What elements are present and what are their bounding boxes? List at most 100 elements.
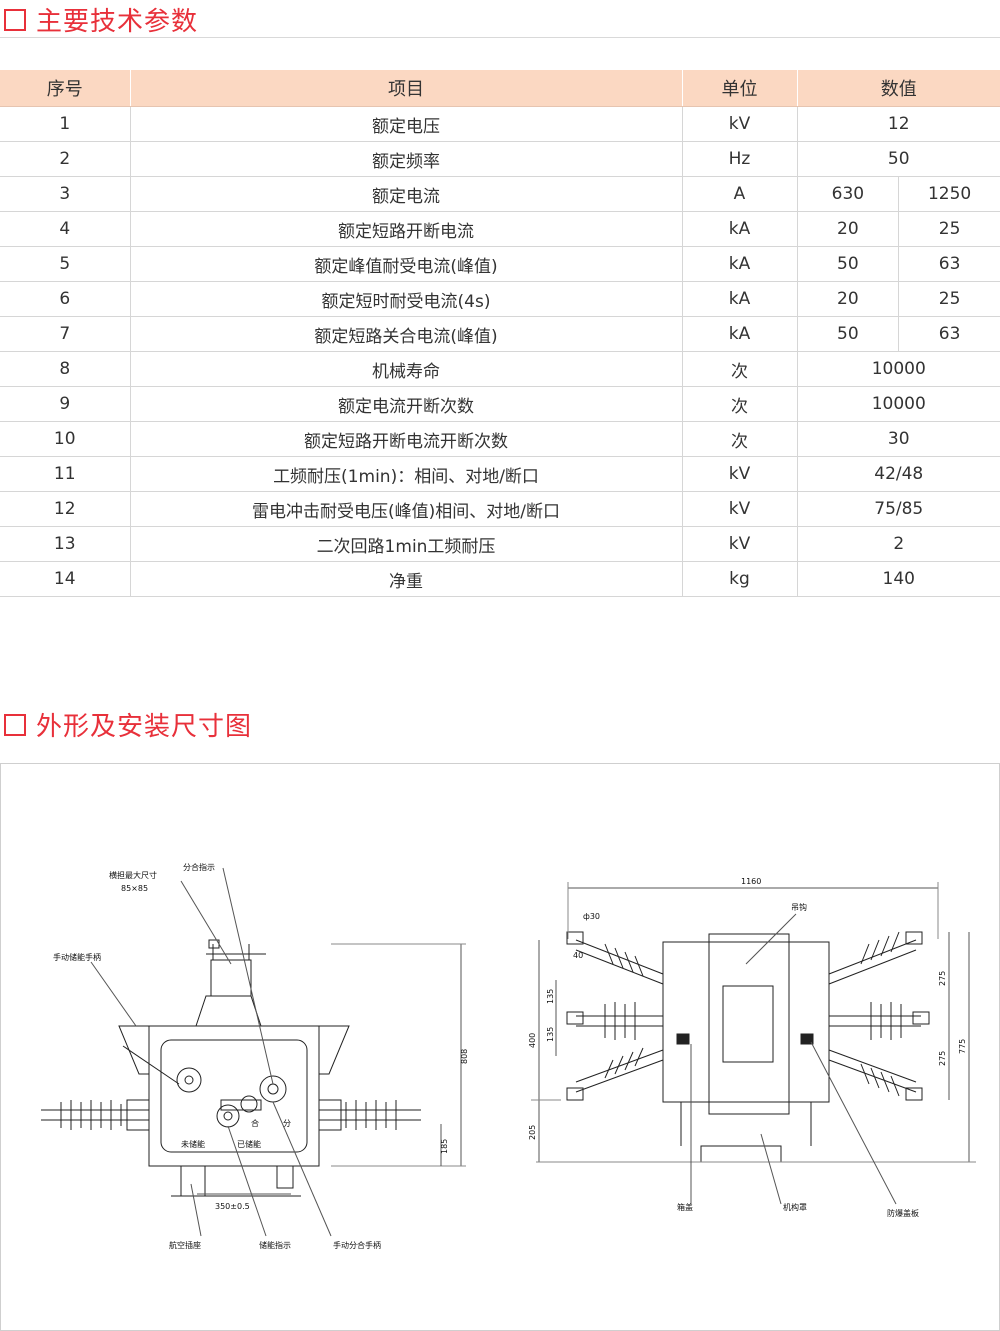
label-max-size-value: 85×85 [121, 884, 148, 893]
divider [0, 37, 1000, 38]
cell-unit: A [682, 176, 798, 212]
cell-unit: kg [682, 561, 798, 597]
cell-item: 净重 [130, 561, 683, 597]
cell-value-split: 50 63 [797, 316, 1000, 352]
top-bracket [195, 995, 262, 1027]
cell-unit: 次 [682, 351, 798, 387]
dimension-drawing: 分合指示 横担最大尺寸 85×85 手动储能手柄 未储能 已储能 合 分 350… [41, 862, 976, 1250]
cell-item: 额定频率 [130, 141, 683, 177]
section-title-text: 主要技术参数 [36, 7, 199, 37]
cell-no: 13 [0, 526, 131, 562]
cell-unit: kV [682, 491, 798, 527]
cell-value: 30 [797, 421, 1000, 457]
cell-item: 工频耐压(1min)：相间、对地/断口 [130, 456, 683, 492]
label-d275b: 275 [938, 1051, 947, 1066]
cell-value-b: 63 [938, 324, 961, 344]
cell-value: 10000 [797, 386, 1000, 422]
cell-item: 雷电冲击耐受电压(峰值)相间、对地/断口 [130, 491, 683, 527]
label-manual-handle: 手动储能手柄 [53, 952, 101, 962]
cell-value: 12 [797, 106, 1000, 142]
cell-no: 8 [0, 351, 131, 387]
label-explosion: 防爆盖板 [887, 1208, 919, 1218]
label-energy-indicator: 储能指示 [259, 1240, 291, 1250]
cell-value-a: 20 [798, 212, 900, 246]
label-low-dim: 185 [440, 1139, 449, 1154]
table-row: 12 雷电冲击耐受电压(峰值)相间、对地/断口 kV 75/85 [0, 491, 1000, 527]
header-no: 序号 [0, 70, 131, 107]
spec-table: 序号 项目 单位 数值 1 额定电压 kV 12 2 额定频率 Hz 50 3 … [0, 70, 1000, 597]
header-item: 项目 [130, 70, 683, 107]
cell-value-split: 50 63 [797, 246, 1000, 282]
label-width: 1160 [741, 877, 761, 886]
cell-unit: kA [682, 211, 798, 247]
cell-item: 二次回路1min工频耐压 [130, 526, 683, 562]
cell-item: 额定短路开断电流 [130, 211, 683, 247]
cell-no: 1 [0, 106, 131, 142]
cell-unit: kV [682, 526, 798, 562]
label-hook: 吊钩 [791, 902, 807, 912]
label-d205: 205 [528, 1125, 537, 1140]
cell-no: 12 [0, 491, 131, 527]
cell-item: 机械寿命 [130, 351, 683, 387]
label-d135b: 135 [546, 1027, 555, 1042]
cell-no: 3 [0, 176, 131, 212]
cell-value: 140 [797, 561, 1000, 597]
cell-item: 额定电流开断次数 [130, 386, 683, 422]
label-d775: 775 [958, 1039, 967, 1054]
label-d275a: 275 [938, 971, 947, 986]
cell-unit: kA [682, 316, 798, 352]
cell-value: 42/48 [797, 456, 1000, 492]
section-title-specs: 主要技术参数 [0, 1, 198, 38]
table-row: 1 额定电压 kV 12 [0, 106, 1000, 142]
cell-value-b: 1250 [927, 184, 972, 204]
header-unit: 单位 [682, 70, 798, 107]
cell-no: 9 [0, 386, 131, 422]
cell-no: 7 [0, 316, 131, 352]
label-box-cover: 箱盖 [677, 1202, 693, 1212]
label-phi: ф30 [583, 912, 600, 921]
label-not-stored: 未储能 [181, 1139, 205, 1149]
cell-no: 14 [0, 561, 131, 597]
label-indicator: 分合指示 [183, 862, 215, 872]
cell-item: 额定短路关合电流(峰值) [130, 316, 683, 352]
dimension-drawing-frame: 分合指示 横担最大尺寸 85×85 手动储能手柄 未储能 已储能 合 分 350… [0, 763, 1000, 1331]
label-d135a: 135 [546, 989, 555, 1004]
label-d400: 400 [528, 1033, 537, 1048]
table-row: 9 额定电流开断次数 次 10000 [0, 386, 1000, 422]
cell-value-a: 50 [798, 317, 900, 351]
label-close: 合 [251, 1118, 259, 1128]
table-row: 13 二次回路1min工频耐压 kV 2 [0, 526, 1000, 562]
cell-item: 额定短路开断电流开断次数 [130, 421, 683, 457]
cell-value: 50 [797, 141, 1000, 177]
cell-no: 4 [0, 211, 131, 247]
housing-outline [148, 1025, 320, 1167]
cell-unit: 次 [682, 421, 798, 457]
cell-unit: kA [682, 246, 798, 282]
checkbox-square-icon [4, 8, 26, 31]
label-max-size: 横担最大尺寸 [109, 870, 157, 880]
label-height: 808 [460, 1049, 469, 1064]
table-header-row: 序号 项目 单位 数值 [0, 70, 1000, 107]
cell-no: 5 [0, 246, 131, 282]
checkbox-square-icon [4, 713, 26, 736]
table-row: 8 机械寿命 次 10000 [0, 351, 1000, 387]
cell-no: 6 [0, 281, 131, 317]
cell-value-a: 50 [798, 247, 900, 281]
header-value: 数值 [797, 70, 1000, 107]
table-row: 11 工频耐压(1min)：相间、对地/断口 kV 42/48 [0, 456, 1000, 492]
cell-value-b: 25 [938, 289, 961, 309]
table-row: 2 额定频率 Hz 50 [0, 141, 1000, 177]
table-row: 10 额定短路开断电流开断次数 次 30 [0, 421, 1000, 457]
label-mechanism: 机构罩 [783, 1202, 807, 1212]
cell-no: 11 [0, 456, 131, 492]
cell-unit: 次 [682, 386, 798, 422]
cell-item: 额定峰值耐受电流(峰值) [130, 246, 683, 282]
cell-value-b: 63 [938, 254, 961, 274]
cell-value: 75/85 [797, 491, 1000, 527]
label-socket: 航空插座 [169, 1240, 201, 1250]
